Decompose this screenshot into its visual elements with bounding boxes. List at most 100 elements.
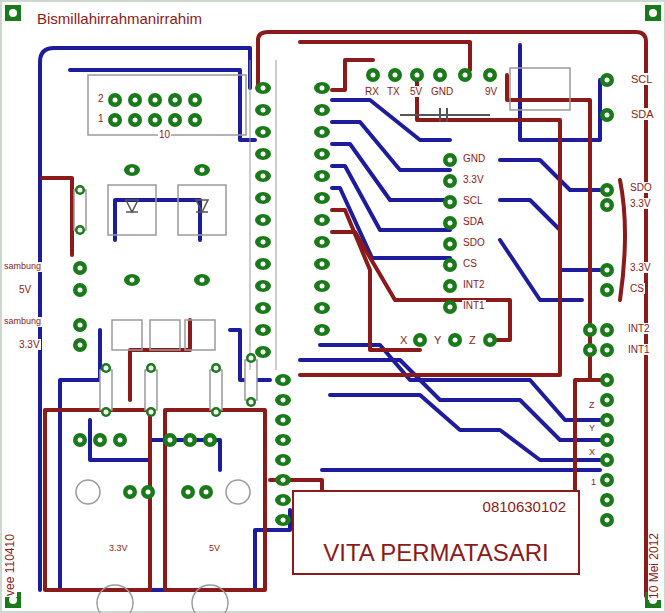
pad-hole (281, 438, 286, 443)
pin-label: 3.3V (629, 198, 652, 209)
resistor-symbol (210, 370, 222, 410)
pad-hole (98, 438, 103, 443)
pad-hole (261, 86, 266, 91)
header-pad (275, 474, 291, 486)
pad-hole (9, 9, 17, 17)
pad-hole (149, 410, 154, 415)
pad-hole (448, 221, 453, 226)
pad-hole (168, 438, 173, 443)
solder-pad (600, 413, 614, 427)
solder-pad (73, 261, 87, 275)
pin-label: 2 (97, 93, 105, 104)
header-pad (255, 324, 271, 336)
solder-pad (141, 485, 155, 499)
pad-hole (605, 418, 610, 423)
pad-hole (214, 366, 219, 371)
pad-hole (281, 478, 286, 483)
header-outline (250, 60, 251, 370)
pad-hole (281, 498, 286, 503)
solder-pad (148, 113, 162, 127)
solder-pad (458, 68, 472, 82)
pad-hole (261, 350, 266, 355)
solder-pad (483, 68, 497, 82)
solder-pad (101, 407, 111, 417)
header-pad (314, 82, 330, 94)
header-pad (275, 494, 291, 506)
solder-pad (211, 363, 221, 373)
top-trace (258, 32, 646, 596)
solder-pad (113, 433, 127, 447)
solder-pad (168, 93, 182, 107)
pad-hole (393, 73, 398, 78)
solder-pad (600, 513, 614, 527)
top-trace (300, 75, 560, 375)
pin-label: SCL (462, 195, 483, 206)
pin-label: TX (386, 86, 401, 97)
pad-hole (320, 306, 325, 311)
pad-hole (128, 490, 133, 495)
pin-label: SCL (630, 73, 653, 85)
potentiometer-knob (192, 585, 228, 613)
pin-label: CS (462, 258, 478, 269)
solder-pad (73, 283, 87, 297)
solder-pad (199, 485, 213, 499)
solder-pad (443, 279, 457, 293)
solder-pad (181, 485, 195, 499)
pad-hole (261, 196, 266, 201)
solder-pad (73, 338, 87, 352)
pad-hole (261, 218, 266, 223)
pad-hole (320, 86, 325, 91)
pin-label: RX (364, 86, 380, 97)
pad-hole (204, 490, 209, 495)
bottom-trace (80, 510, 290, 590)
pin-label: SDA (462, 216, 485, 227)
resistor-symbol (245, 360, 257, 400)
header-pad (275, 454, 291, 466)
pin-label: 5V (18, 284, 32, 295)
header-pad (255, 302, 271, 314)
pad-hole (605, 113, 610, 118)
header-pad (275, 414, 291, 426)
pin-label: SDO (462, 237, 486, 248)
pad-hole (153, 98, 158, 103)
pad-hole (463, 73, 468, 78)
top-trace (42, 178, 72, 255)
solder-pad (443, 195, 457, 209)
solder-pad (146, 363, 156, 373)
pad-hole (149, 366, 154, 371)
mounting-pad (645, 5, 661, 21)
pad-hole (214, 410, 219, 415)
pad-hole (133, 118, 138, 123)
label-box: 0810630102VITA PERMATASARI (292, 490, 580, 575)
pad-hole (113, 118, 118, 123)
pin-label: Z (468, 334, 477, 346)
pad-hole (200, 278, 205, 283)
top-trace (165, 410, 265, 590)
bottom-trace (330, 395, 600, 460)
pad-hole (448, 305, 453, 310)
header-outline (276, 60, 277, 370)
pad-hole (281, 378, 286, 383)
regulator-outline (178, 185, 226, 235)
solder-pad (600, 73, 614, 87)
top-trace (45, 410, 150, 590)
pad-hole (448, 284, 453, 289)
solder-pad (600, 433, 614, 447)
solder-pad (443, 174, 457, 188)
solder-pad (73, 318, 87, 332)
solder-pad (443, 216, 457, 230)
pad-hole (200, 168, 205, 173)
pin-label: INT1 (627, 344, 651, 355)
solder-pad (75, 225, 85, 235)
pad-hole (281, 398, 286, 403)
solder-pad (443, 300, 457, 314)
pin-label: Y (433, 334, 442, 346)
author-name: VITA PERMATASARI (321, 539, 550, 567)
solder-pad (600, 453, 614, 467)
regulator-outline (108, 185, 156, 235)
solder-pad (108, 113, 122, 127)
solder-pad (483, 333, 497, 347)
pad-hole (208, 438, 213, 443)
